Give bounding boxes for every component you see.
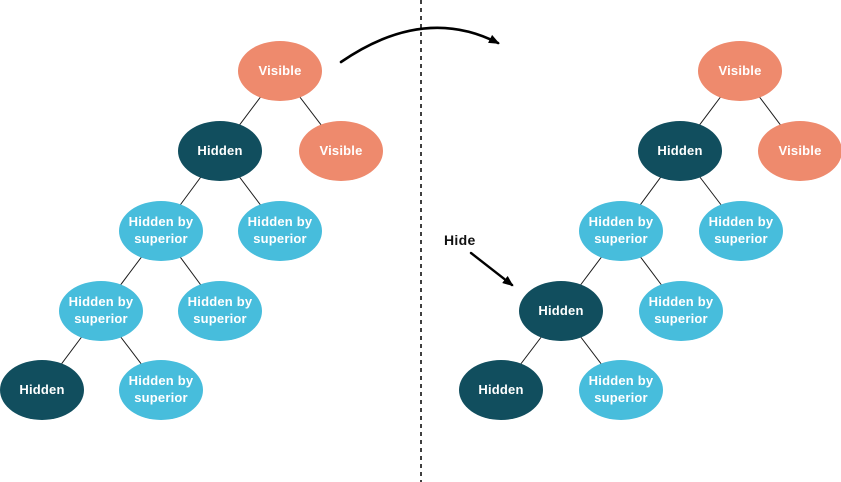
node-label: Visible <box>718 62 762 78</box>
node-label: Hidden by superior <box>187 294 253 326</box>
hide-arrow <box>469 251 514 287</box>
right-node-hidden-by-superior-4: Hidden by superior <box>579 360 663 420</box>
node-label: Hidden by superior <box>588 214 654 246</box>
node-label: Visible <box>258 62 302 78</box>
left-node-hidden-by-superior-1: Hidden by superior <box>119 201 203 261</box>
right-node-hidden-by-superior-2: Hidden by superior <box>699 201 783 261</box>
right-node-hidden-by-superior-3: Hidden by superior <box>639 281 723 341</box>
node-label: Visible <box>778 142 822 158</box>
node-label: Hidden <box>538 302 584 318</box>
node-label: Hidden <box>478 381 524 397</box>
node-label: Hidden by superior <box>648 294 714 326</box>
transform-arrow <box>339 26 500 64</box>
left-node-visible: Visible <box>299 121 383 181</box>
hide-annotation-label: Hide <box>444 232 476 248</box>
node-label: Hidden by superior <box>588 373 654 405</box>
left-node-hidden-by-superior-4: Hidden by superior <box>178 281 262 341</box>
right-node-newly-hidden: Hidden <box>519 281 603 341</box>
right-node-hidden-by-superior-1: Hidden by superior <box>579 201 663 261</box>
left-node-root-visible: Visible <box>238 41 322 101</box>
node-label: Hidden by superior <box>68 294 134 326</box>
node-label: Hidden by superior <box>247 214 313 246</box>
node-label: Hidden by superior <box>128 373 194 405</box>
right-node-hidden: Hidden <box>638 121 722 181</box>
node-label: Hidden <box>657 142 703 158</box>
node-label: Hidden by superior <box>708 214 774 246</box>
node-label: Visible <box>319 142 363 158</box>
left-node-hidden-by-superior-3: Hidden by superior <box>59 281 143 341</box>
left-node-hidden: Hidden <box>178 121 262 181</box>
right-node-visible: Visible <box>758 121 841 181</box>
right-node-root-visible: Visible <box>698 41 782 101</box>
left-node-hidden-leaf: Hidden <box>0 360 84 420</box>
node-label: Hidden <box>19 381 65 397</box>
left-node-hidden-by-superior-5: Hidden by superior <box>119 360 203 420</box>
node-label: Hidden by superior <box>128 214 194 246</box>
node-label: Hidden <box>197 142 243 158</box>
right-node-hidden-leaf: Hidden <box>459 360 543 420</box>
left-node-hidden-by-superior-2: Hidden by superior <box>238 201 322 261</box>
